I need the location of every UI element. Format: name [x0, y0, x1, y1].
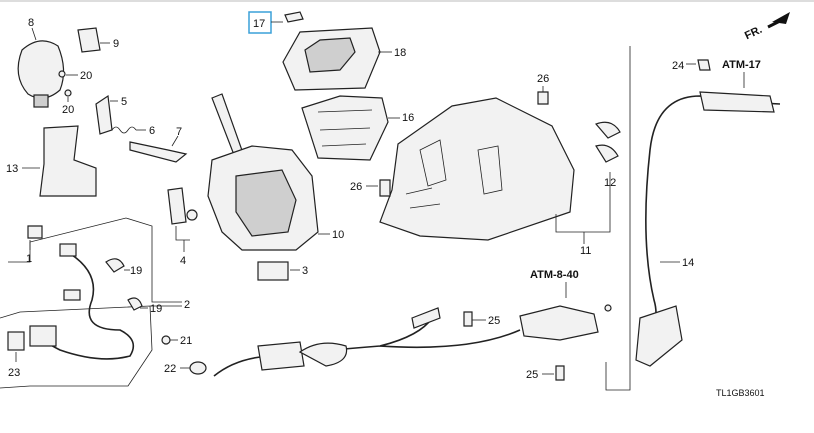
callout-8: 8: [28, 17, 34, 29]
part-13-boot: [39, 125, 97, 197]
cable-14-outline: [605, 46, 631, 391]
part-8-knob: [17, 40, 65, 99]
callout-11: 11: [580, 245, 591, 257]
part-7-rod: [129, 141, 188, 163]
callout-18: 18: [394, 47, 406, 59]
callout-22: 22: [164, 363, 176, 375]
callout-17: 17: [253, 18, 265, 30]
part-23-connector: [7, 331, 25, 351]
callout-13: 13: [6, 163, 18, 175]
part-20a-screw: [58, 70, 66, 78]
callout-17-highlight: [248, 11, 272, 34]
part-14-cable: [645, 95, 781, 339]
part-1-connector: [27, 225, 43, 239]
callout-25b: 25: [526, 369, 538, 381]
shift-cable-sleeve: [257, 341, 305, 371]
callout-6: 6: [149, 125, 155, 137]
part-14-cable-end: [699, 91, 775, 113]
part-12-clip-b: [595, 144, 619, 163]
callout-4: 4: [180, 255, 186, 267]
part-5-bracket: [95, 94, 113, 135]
diagram-code: TL1GB3601: [716, 388, 765, 398]
part-6-spring: [111, 126, 137, 134]
part-19b-clip: [127, 297, 143, 311]
callout-14: 14: [682, 257, 694, 269]
callout-1: 1: [26, 253, 32, 265]
callout-3: 3: [302, 265, 308, 277]
callout-2: 2: [184, 299, 190, 311]
part-21-bolt: [161, 335, 171, 345]
part-25a-bolt: [463, 311, 473, 327]
part-24-nut: [697, 59, 711, 71]
callout-9: 9: [113, 38, 119, 50]
callout-20a: 20: [80, 70, 92, 82]
callout-25a: 25: [488, 315, 500, 327]
callout-10: 10: [332, 229, 344, 241]
callout-7: 7: [176, 126, 182, 138]
part-17-cap: [284, 11, 304, 23]
callout-23: 23: [8, 367, 20, 379]
front-direction-label: FR.: [743, 24, 764, 42]
part-3-solenoid: [257, 261, 289, 281]
reference-atm-17: ATM-17: [722, 59, 761, 71]
part-20b-screw: [64, 89, 72, 97]
part-19a-clip: [105, 258, 125, 273]
part-2-wiring: [35, 249, 135, 360]
callout-16: 16: [402, 112, 414, 124]
callout-12: 12: [604, 177, 616, 189]
callout-24: 24: [672, 60, 684, 72]
part-22-grommet: [189, 361, 207, 375]
part-11-bracket: [379, 97, 575, 241]
reference-atm-8-40: ATM-8-40: [530, 269, 579, 281]
callout-26a: 26: [537, 73, 549, 85]
part-16-panel: [301, 95, 389, 161]
callout-20b: 20: [62, 104, 74, 116]
part-25b-bolt: [555, 365, 565, 381]
shift-cable-end: [519, 305, 599, 341]
callout-21: 21: [180, 335, 192, 347]
callout-26b: 26: [350, 181, 362, 193]
part-9-clip: [77, 27, 101, 53]
callout-19b: 19: [150, 303, 162, 315]
callout-19a: 19: [130, 265, 142, 277]
part-2-harness-box: [8, 217, 182, 303]
part-26a-bolt: [537, 91, 549, 105]
part-12-clip-a: [594, 121, 621, 139]
front-arrow-icon: [772, 12, 790, 24]
callout-5: 5: [121, 96, 127, 108]
part-26b-bolt: [379, 179, 391, 197]
part-4-switch: [167, 187, 187, 225]
front-direction-indicator: FR.: [743, 12, 790, 42]
